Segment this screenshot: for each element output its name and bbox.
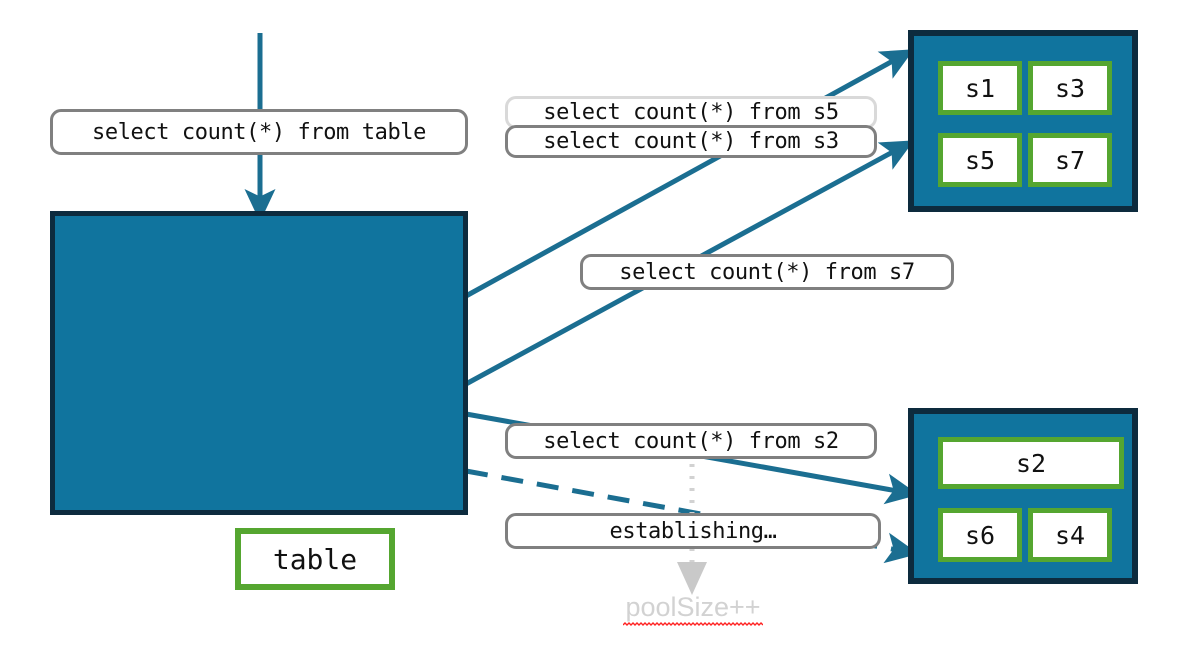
query-label-s7[interactable]: select count(*) from s7 (580, 254, 954, 290)
query-label-s3[interactable]: select count(*) from s3 (505, 125, 877, 158)
query-label-text: select count(*) from s7 (619, 259, 915, 285)
connection-chip-label: s4 (1054, 520, 1086, 550)
query-label-text: select count(*) from s2 (543, 428, 839, 454)
query-label-text: select count(*) from s3 (543, 129, 839, 154)
connection-pool-bottom: s2 s6 s4 (908, 408, 1138, 584)
connection-chip-s7[interactable]: s7 (1028, 133, 1112, 187)
connection-chip-label: s3 (1054, 73, 1086, 103)
connection-chip-label: s5 (964, 145, 996, 175)
connection-chip-label: s6 (964, 520, 996, 550)
source-table-container: table (50, 211, 468, 590)
table-node[interactable]: table (235, 528, 395, 590)
connection-chip-label: s2 (1015, 448, 1047, 478)
connection-pool-top: s1 s3 s5 s7 (908, 30, 1138, 212)
connection-chip-s4[interactable]: s4 (1028, 508, 1112, 562)
poolsize-annotation: poolSize++ (600, 592, 786, 626)
spellcheck-squiggle-icon (623, 622, 763, 626)
query-label-text: select count(*) from table (92, 119, 426, 145)
connection-chip-label: s1 (964, 73, 996, 103)
query-label-s2[interactable]: select count(*) from s2 (505, 423, 877, 459)
table-node-label: table (272, 542, 358, 576)
query-label-s5[interactable]: select count(*) from s5 (505, 96, 877, 129)
status-label-establishing[interactable]: establishing… (505, 513, 881, 549)
status-label-text: establishing… (609, 518, 777, 544)
query-label-table[interactable]: select count(*) from table (50, 109, 468, 155)
poolsize-text: poolSize++ (625, 592, 761, 622)
connection-chip-label: s7 (1054, 145, 1086, 175)
connection-chip-s2[interactable]: s2 (938, 437, 1124, 489)
connection-chip-s3[interactable]: s3 (1028, 61, 1112, 115)
query-label-text: select count(*) from s5 (543, 100, 839, 125)
connection-chip-s1[interactable]: s1 (938, 61, 1022, 115)
connection-chip-s6[interactable]: s6 (938, 508, 1022, 562)
connection-chip-s5[interactable]: s5 (938, 133, 1022, 187)
